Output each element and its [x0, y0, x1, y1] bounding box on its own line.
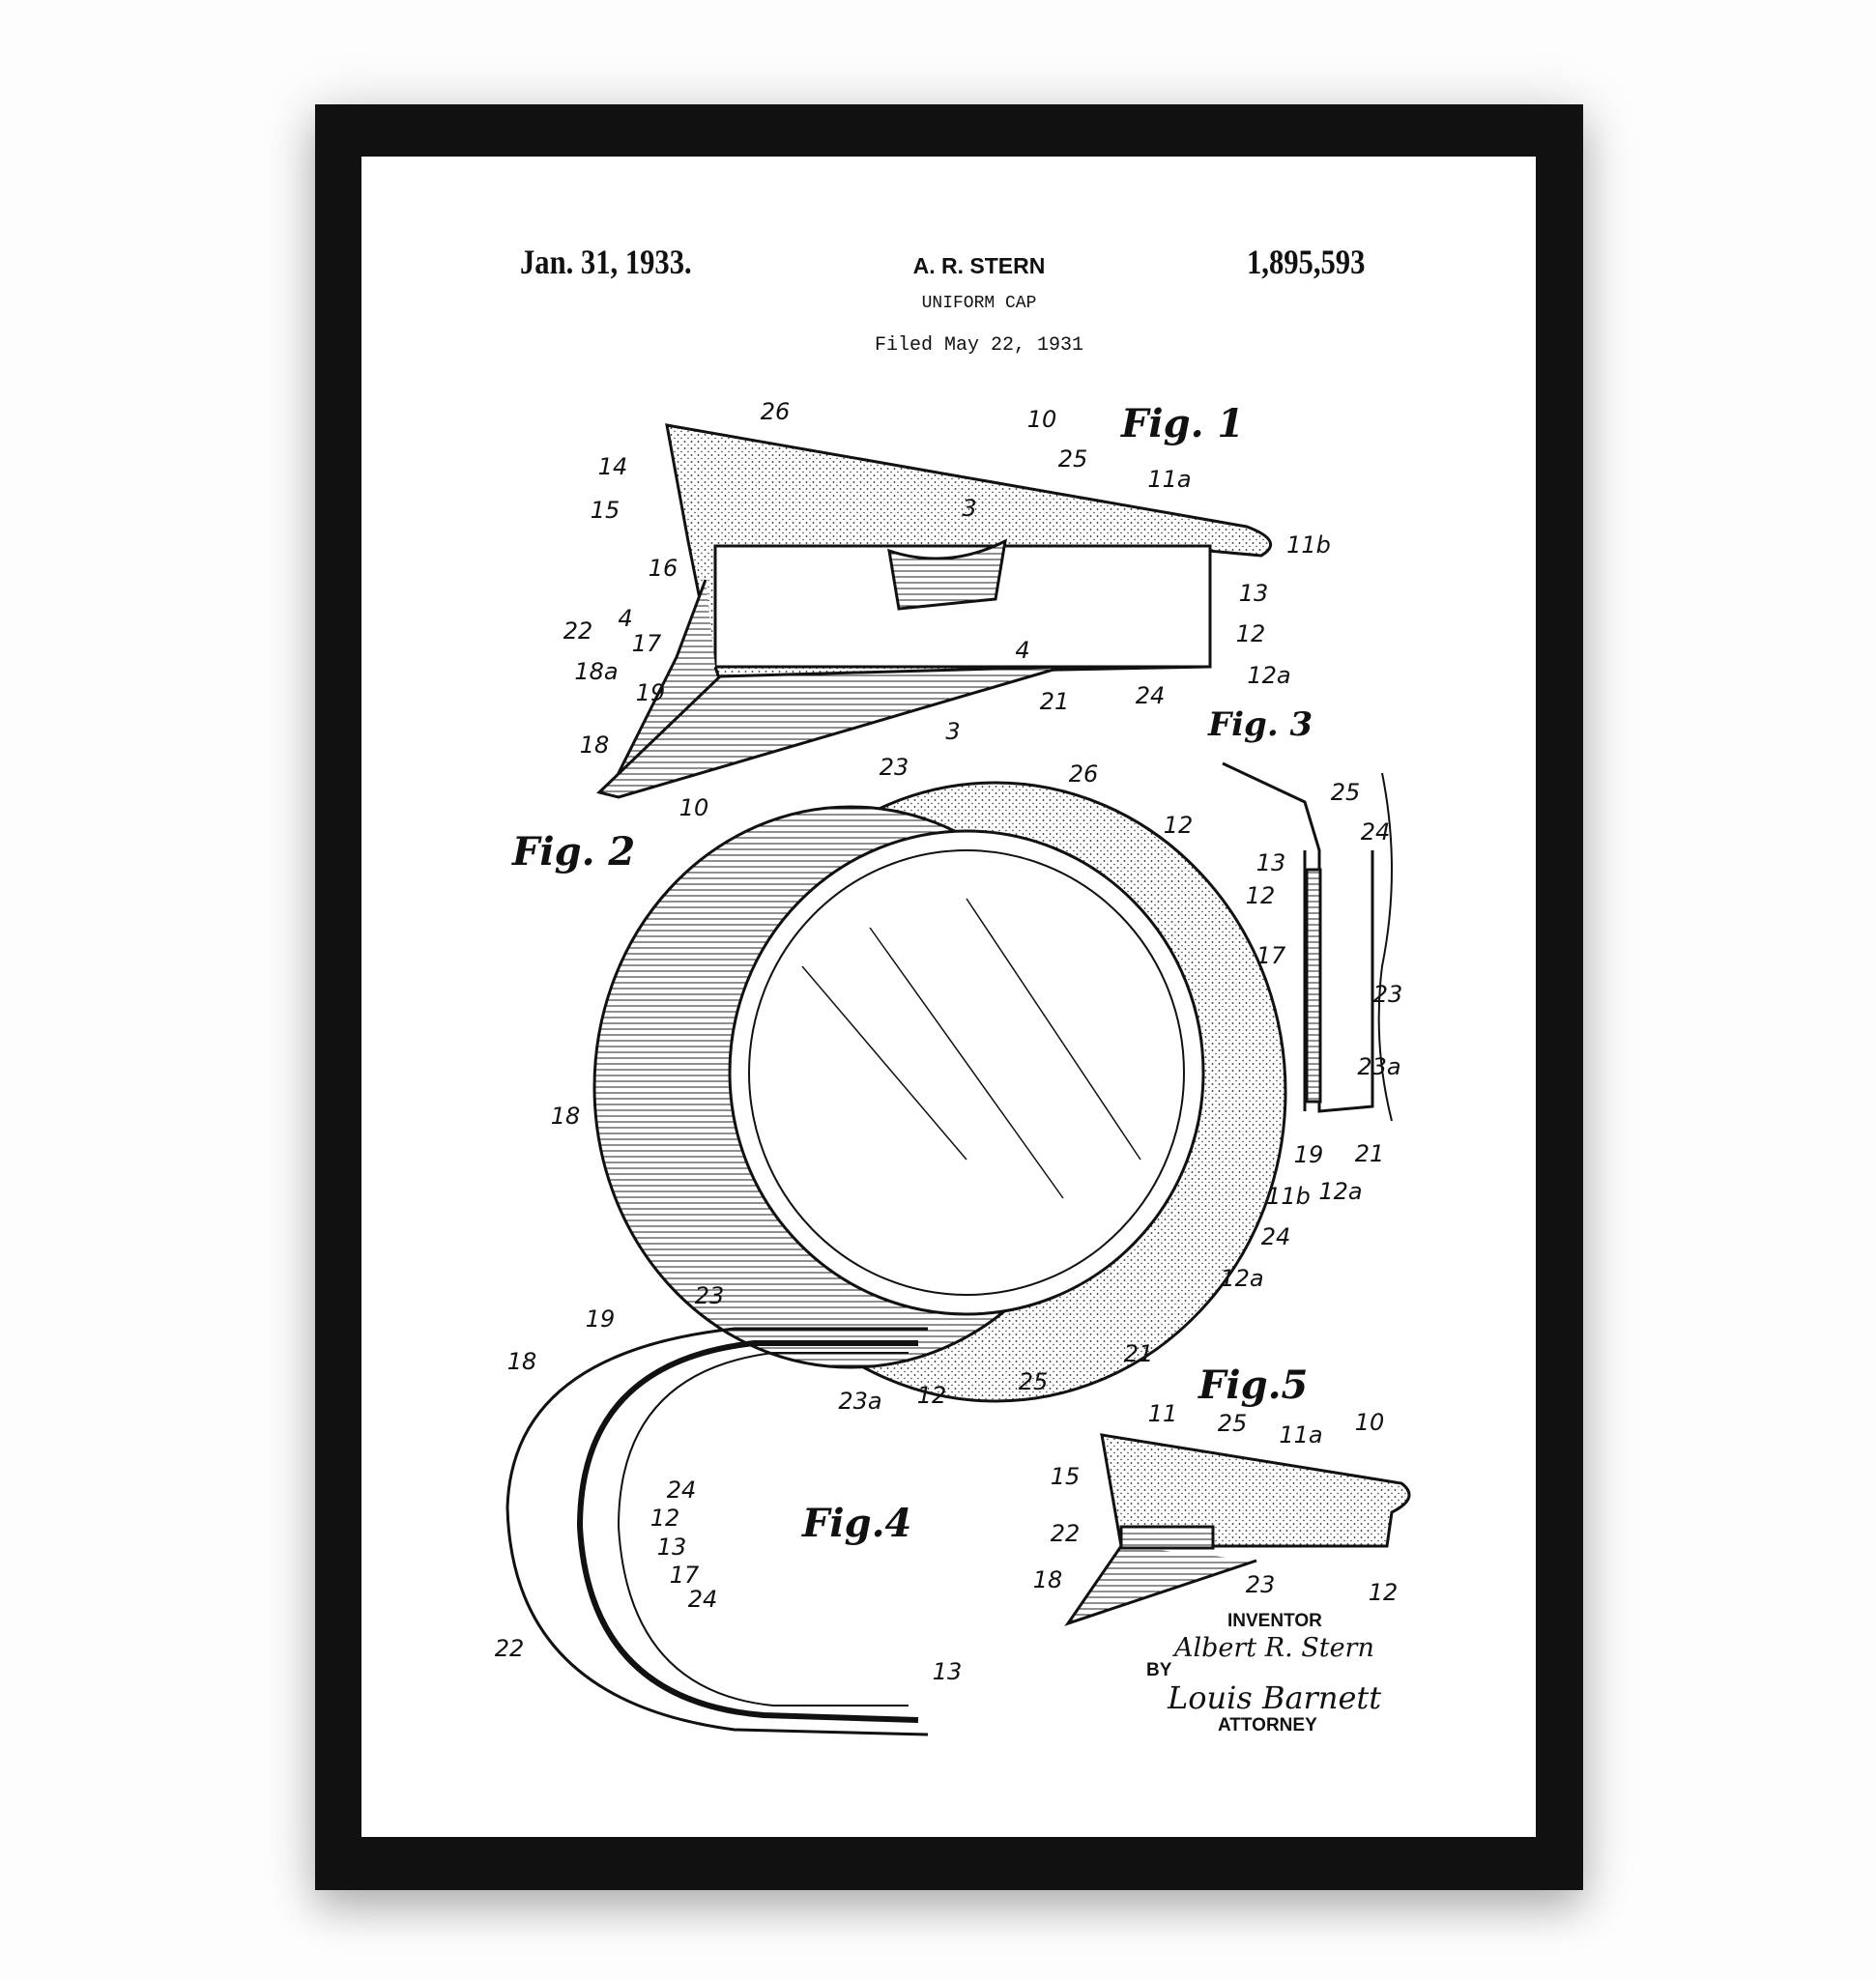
ref-numeral: 16	[648, 555, 678, 582]
ref-numeral: 23	[1245, 1571, 1276, 1598]
ref-numeral: 12	[1163, 812, 1194, 839]
ref-numeral: 23a	[1357, 1053, 1401, 1080]
fig-2-label: Fig. 2	[512, 829, 636, 875]
ref-numeral: 11b	[1266, 1183, 1311, 1210]
ref-numeral: 12	[649, 1505, 680, 1532]
ref-numeral: 25	[1057, 445, 1088, 473]
by-label: BY	[1146, 1660, 1172, 1680]
ref-numeral: 4	[1015, 637, 1030, 664]
ref-numeral: 26	[760, 398, 791, 425]
ref-numeral: 18	[579, 731, 610, 759]
ref-numeral: 22	[563, 617, 593, 645]
patent-title: UNIFORM CAP	[921, 294, 1037, 313]
ref-numeral: 11a	[1147, 466, 1192, 493]
ref-numeral: 13	[1255, 849, 1286, 876]
inventor-header: A. R. STERN	[912, 253, 1046, 278]
fig3-section-view	[1222, 761, 1393, 1122]
fig-5-label: Fig.5	[1198, 1362, 1309, 1408]
ref-numeral: 24	[1260, 1223, 1291, 1250]
ref-numeral: 24	[1360, 818, 1391, 846]
inventor-label: INVENTOR	[1227, 1611, 1322, 1631]
ref-numeral: 21	[1354, 1140, 1385, 1167]
ref-numeral: 12a	[1318, 1178, 1363, 1205]
fig-1-label: Fig. 1	[1121, 401, 1245, 446]
ref-numeral: 17	[1255, 942, 1286, 969]
ref-numeral: 13	[656, 1534, 687, 1561]
fig2-cap-top-view	[592, 781, 1287, 1403]
ref-numeral: 13	[932, 1658, 963, 1685]
ref-numeral: 12	[916, 1382, 947, 1409]
ref-numeral: 12a	[1220, 1265, 1264, 1292]
ref-numeral: 11	[1147, 1400, 1178, 1427]
fig4-band-plan-view	[505, 1327, 929, 1736]
ref-numeral: 4	[618, 605, 633, 632]
filed-date: Filed May 22, 1931	[874, 334, 1084, 357]
ref-numeral: 18	[550, 1103, 581, 1130]
ref-numeral: 21	[1039, 688, 1070, 715]
ref-numeral: 18	[506, 1348, 537, 1375]
fig5-cap-small-view	[1064, 1433, 1411, 1626]
ref-numeral: 25	[1330, 779, 1361, 806]
ref-numeral: 12	[1235, 620, 1266, 647]
ref-numeral: 11a	[1279, 1421, 1323, 1448]
ref-numeral: 23a	[838, 1388, 882, 1415]
ref-numeral: 22	[494, 1635, 525, 1662]
ref-numeral: 25	[1018, 1368, 1049, 1395]
ref-numeral: 11b	[1286, 531, 1331, 559]
ref-numeral: 10	[1354, 1409, 1385, 1436]
patent-number: 1,895,593	[1247, 243, 1366, 281]
ref-numeral: 12a	[1247, 662, 1291, 689]
patent-date: Jan. 31, 1933.	[520, 243, 692, 281]
ref-numeral: 19	[585, 1305, 616, 1333]
ref-numeral: 23	[1372, 981, 1403, 1008]
fig1-cap-side-view	[596, 423, 1273, 799]
ref-numeral: 23	[879, 754, 909, 781]
ref-numeral: 26	[1068, 760, 1099, 788]
ref-numeral: 18a	[574, 658, 619, 685]
ref-numeral: 24	[666, 1477, 697, 1504]
ref-numeral: 13	[1238, 580, 1269, 607]
attorney-label: ATTORNEY	[1218, 1715, 1317, 1735]
attorney-signature: Louis Barnett	[1168, 1679, 1382, 1716]
ref-numeral: 25	[1217, 1410, 1248, 1437]
ref-numeral: 21	[1123, 1340, 1154, 1367]
ref-numeral: 3	[962, 495, 977, 522]
inventor-signature: Albert R. Stern	[1174, 1633, 1374, 1663]
ref-numeral: 22	[1050, 1520, 1081, 1547]
ref-numeral: 15	[1050, 1463, 1081, 1490]
ref-numeral: 12	[1368, 1579, 1399, 1606]
fig-3-label: Fig. 3	[1208, 705, 1313, 744]
ref-numeral: 10	[1026, 406, 1057, 433]
ref-numeral: 14	[597, 453, 628, 480]
ref-numeral: 24	[1135, 682, 1166, 709]
ref-numeral: 19	[1293, 1141, 1324, 1168]
ref-numeral: 18	[1032, 1566, 1063, 1593]
fig-4-label: Fig.4	[802, 1501, 912, 1546]
ref-numeral: 10	[678, 794, 709, 821]
ref-numeral: 17	[631, 630, 662, 657]
ref-numeral: 17	[669, 1562, 700, 1589]
ref-numeral: 15	[590, 497, 621, 524]
ref-numeral: 23	[694, 1282, 725, 1309]
ref-numeral: 12	[1245, 882, 1276, 909]
ref-numeral: 3	[945, 718, 961, 745]
ref-numeral: 24	[687, 1586, 718, 1613]
ref-numeral: 19	[635, 679, 666, 706]
